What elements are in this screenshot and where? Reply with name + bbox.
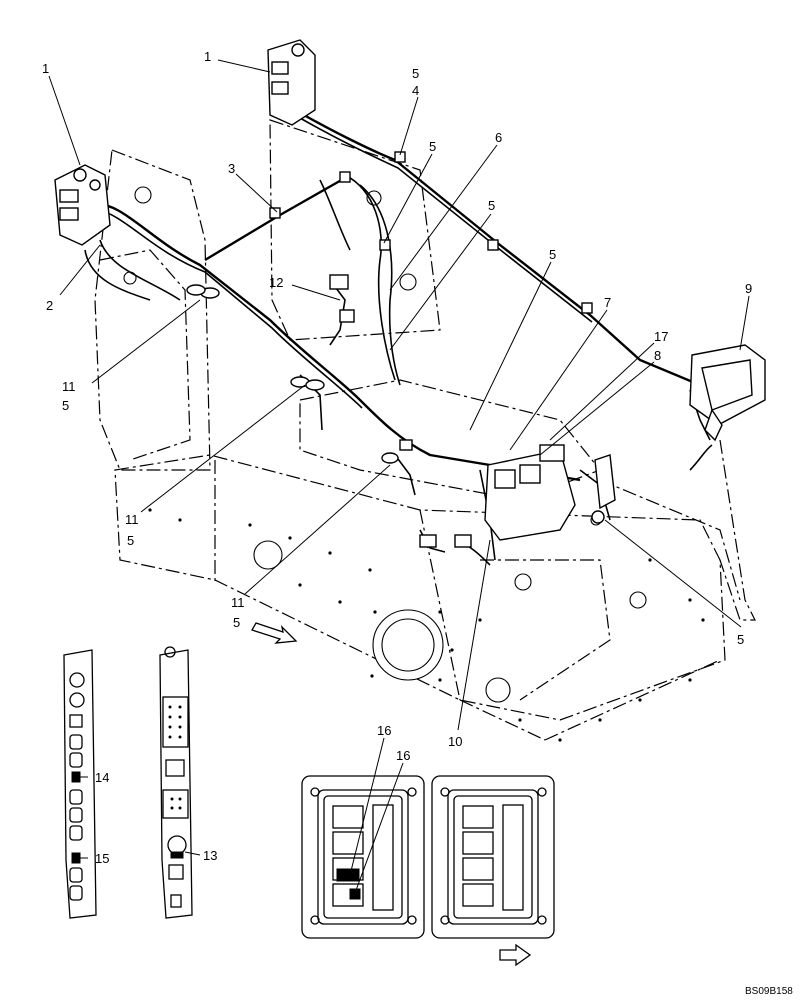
detail-fuse-strip-left	[63, 649, 97, 919]
callout-16-a: 16	[377, 723, 391, 738]
callout-6: 6	[495, 130, 502, 145]
callout-4: 4	[412, 83, 419, 98]
connectors	[186, 151, 593, 548]
callout-2: 2	[46, 298, 53, 313]
callout-16-b: 16	[396, 748, 410, 763]
fuse-box-assembly	[484, 444, 616, 541]
wire-harness	[84, 108, 713, 566]
callout-5-top: 5	[412, 66, 419, 81]
callout-5-mid-left: 5	[127, 533, 134, 548]
callout-17: 17	[654, 329, 668, 344]
callout-1-center: 1	[204, 49, 211, 64]
callout-5-lower-right: 5	[737, 632, 744, 647]
direction-arrow-lower	[499, 943, 532, 967]
callout-13: 13	[203, 848, 217, 863]
callout-5-upper-left: 5	[62, 398, 69, 413]
drawing-reference: BS09B158	[745, 986, 793, 997]
callout-12: 12	[269, 275, 283, 290]
callout-11-upper: 11	[62, 379, 76, 394]
callout-7: 7	[604, 295, 611, 310]
callout-1-left: 1	[42, 61, 49, 76]
callout-3: 3	[228, 161, 235, 176]
detail-fuse-box-left	[301, 775, 425, 939]
direction-arrow-upper	[251, 622, 298, 644]
chassis-frame	[94, 119, 756, 742]
callout-14: 14	[95, 770, 109, 785]
callout-10: 10	[448, 734, 462, 749]
callout-15: 15	[95, 851, 109, 866]
leader-lines	[48, 59, 750, 894]
callout-9: 9	[745, 281, 752, 296]
callout-5-right: 5	[549, 247, 556, 262]
center-lamp	[267, 39, 316, 126]
callout-8: 8	[654, 348, 661, 363]
callout-5-center: 5	[488, 198, 495, 213]
callout-labels: 1 1 2 3 5 4 5 6 5 5 9 12 7 17 8 11 5 11 …	[42, 49, 793, 997]
detail-fuse-box-right	[431, 775, 555, 939]
detail-relay-strip	[159, 646, 193, 919]
callout-11-mid: 11	[125, 512, 139, 527]
right-lamp	[689, 344, 766, 442]
left-lamp	[54, 164, 111, 246]
callout-5-lower-left: 5	[233, 615, 240, 630]
callout-11-lower: 11	[231, 595, 245, 610]
callout-5-mid: 5	[429, 139, 436, 154]
